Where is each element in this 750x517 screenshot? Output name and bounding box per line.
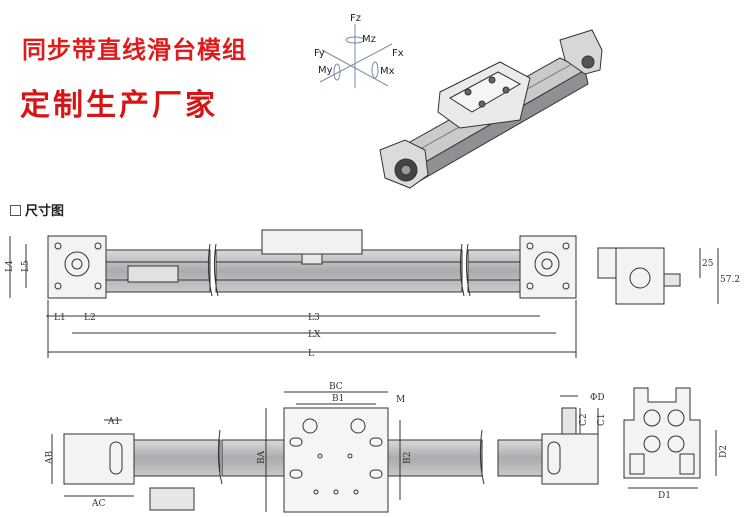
- dim-b1: B1: [332, 394, 344, 404]
- dim-l5: L5: [21, 260, 31, 272]
- product-title: 同步带直线滑台模组: [22, 36, 247, 64]
- dim-l2: L2: [84, 313, 96, 323]
- force-axis-diagram: [319, 24, 393, 88]
- dim-57-2: 57.2: [720, 275, 740, 285]
- dim-a1: A1: [107, 417, 120, 427]
- dim-b2: B2: [403, 452, 413, 464]
- dim-m: M: [396, 395, 405, 405]
- fz-label: Fz: [350, 13, 361, 24]
- dim-phi-d: ΦD: [590, 393, 605, 403]
- fy-label: Fy: [314, 48, 325, 59]
- dim-l3: L3: [308, 313, 320, 323]
- my-label: My: [318, 65, 333, 76]
- dim-l1: L1: [54, 313, 66, 323]
- dim-l: L: [308, 349, 314, 359]
- dim-ba: BA: [257, 450, 267, 464]
- dim-bc: BC: [329, 382, 343, 392]
- dim-ab: AB: [45, 451, 55, 465]
- mx-label: Mx: [380, 66, 395, 77]
- dim-25: 25: [702, 259, 714, 269]
- fx-label: Fx: [392, 48, 404, 59]
- linear-module-illustration: [379, 29, 603, 189]
- section-label-text: 尺寸图: [25, 204, 65, 219]
- dim-d2: D2: [719, 445, 729, 458]
- dim-l4: L4: [5, 260, 15, 272]
- dimension-section-label: 尺寸图: [10, 200, 64, 219]
- dim-d1: D1: [658, 491, 671, 501]
- dim-c2: C2: [579, 413, 589, 426]
- dim-c1: C1: [597, 413, 607, 426]
- manufacturer-subtitle: 定制生产厂家: [20, 88, 218, 123]
- section-box-icon: [10, 205, 21, 216]
- top-view-drawing: [9, 229, 719, 358]
- mz-label: Mz: [362, 34, 376, 45]
- dim-ac: AC: [91, 499, 105, 509]
- bottom-view-drawing: [51, 387, 717, 513]
- dim-lx: LX: [308, 330, 321, 340]
